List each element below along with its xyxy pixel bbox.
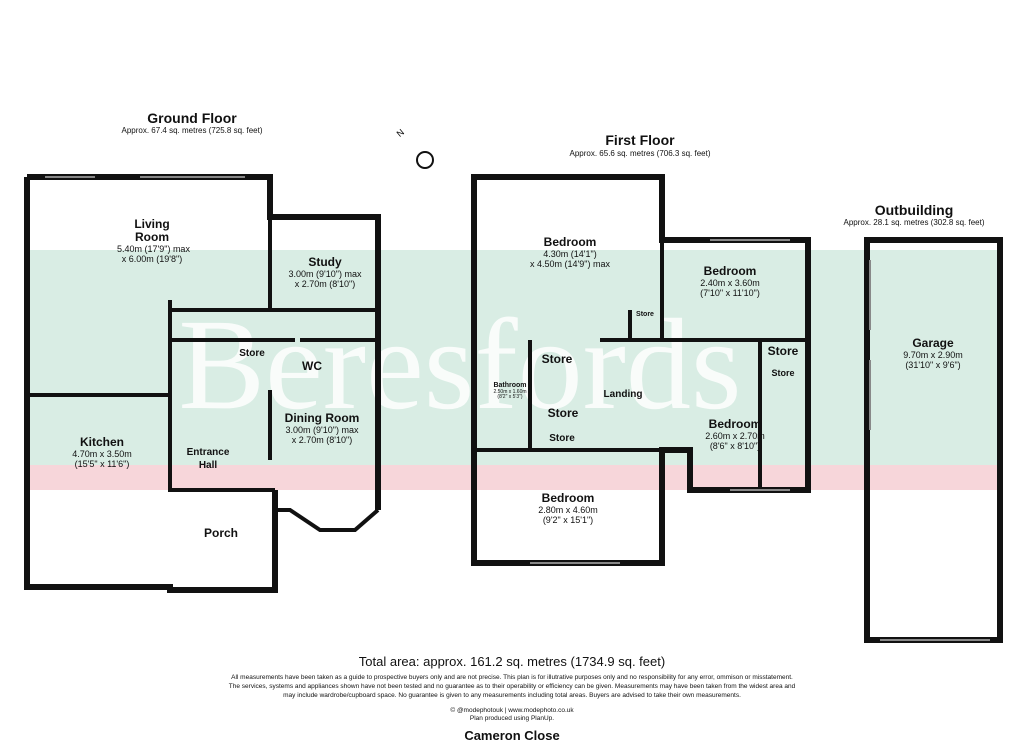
room-wc: WC — [302, 359, 322, 373]
outbuilding-area: Approx. 28.1 sq. metres (302.8 sq. feet) — [843, 218, 985, 227]
ground-floor-area: Approx. 67.4 sq. metres (725.8 sq. feet) — [121, 126, 263, 135]
room-store: Store — [767, 344, 799, 358]
room-landing: Landing — [603, 389, 643, 400]
address: Cameron Close — [464, 728, 560, 743]
watermark-band — [27, 250, 1000, 465]
outbuilding-title: Outbuilding — [874, 202, 954, 218]
room-store: Store — [771, 368, 795, 378]
ground-floor-title: Ground Floor — [147, 110, 237, 126]
first-floor-area: Approx. 65.6 sq. metres (706.3 sq. feet) — [569, 149, 711, 158]
total-area: Total area: approx. 161.2 sq. metres (17… — [358, 654, 666, 669]
room-entrance-hall: Entrance Hall — [186, 447, 230, 471]
room-store: Store — [541, 352, 573, 366]
room-store-small: Store — [636, 311, 654, 318]
plan-produced: Plan produced using PlanUp. — [469, 715, 555, 722]
watermark-logo: Beresfords — [178, 293, 742, 437]
first-floor-title: First Floor — [605, 132, 675, 148]
room-store: Store — [239, 348, 265, 359]
compass: N — [395, 127, 445, 180]
room-porch: Porch — [203, 526, 239, 540]
credit: © @modephotouk | www.modephoto.co.uk — [450, 707, 574, 714]
watermark-band-pink — [27, 465, 1000, 490]
room-store: Store — [547, 406, 579, 420]
room-store: Store — [549, 433, 575, 444]
disclaimer: All measurements have been taken as a gu… — [228, 674, 796, 699]
